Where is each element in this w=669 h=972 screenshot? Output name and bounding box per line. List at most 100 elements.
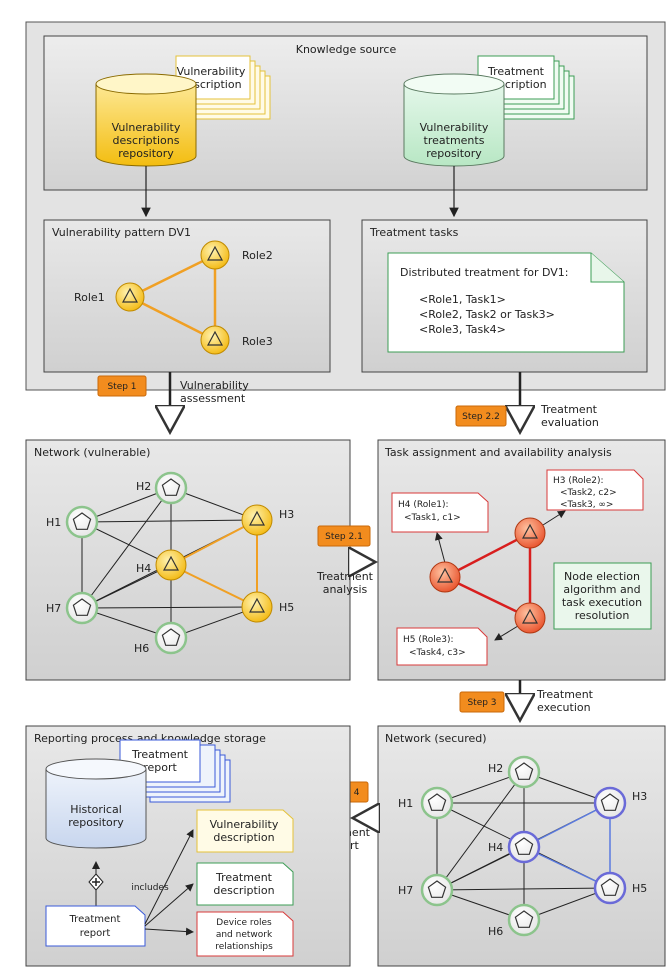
vuln-h4-label: H4: [136, 562, 151, 575]
tdesc-line2: description: [213, 884, 274, 897]
treat-doc-line1: Treatment: [487, 65, 545, 78]
svg-text:Step 3: Step 3: [467, 698, 496, 708]
treatment-note: [387, 252, 625, 353]
note-line4: <Role3, Task4>: [419, 323, 506, 336]
sec-h3-label: H3: [632, 790, 647, 803]
network-secured-panel: Network (secured) H1 H2 H3 H4 H5 H6 H7: [377, 725, 666, 967]
treat-repo-line2: treatments: [424, 134, 485, 147]
note-line3: <Role2, Task2 or Task3>: [419, 308, 555, 321]
assign-h5-node: [514, 602, 546, 634]
step22-caption-line2: evaluation: [541, 416, 599, 429]
role2-label: Role2: [242, 249, 273, 262]
role3-node: [200, 325, 230, 355]
repo-line1: Historical: [70, 803, 122, 816]
note-line2: <Role1, Task1>: [419, 293, 506, 306]
treat-description-doc: [196, 862, 294, 906]
role2-node: [200, 240, 230, 270]
repo-line2: repository: [68, 816, 124, 829]
h4-note: [391, 492, 489, 533]
role1-node: [115, 282, 145, 312]
vuln-repo-line2: descriptions: [113, 134, 180, 147]
device-line1: Device roles: [216, 918, 272, 928]
election-line2: algorithm and: [563, 583, 640, 596]
task-assignment-panel: Task assignment and availability analysi…: [377, 439, 666, 681]
step3-caption-line2: execution: [537, 701, 591, 714]
vuln-h2-label: H2: [136, 480, 151, 493]
vdesc-line1: Vulnerability: [210, 818, 279, 831]
treatment-report-doc: [45, 905, 146, 947]
device-roles-doc: [196, 911, 294, 957]
h3-note-line2: <Task2, c2>: [560, 488, 617, 498]
sec-host-h2-node: [507, 755, 541, 789]
vuln-h5-label: H5: [279, 601, 294, 614]
step21-caption-line2: analysis: [323, 583, 368, 596]
svg-text:Step 1: Step 1: [107, 382, 136, 392]
h5-note-line1: H5 (Role3):: [403, 635, 454, 645]
vulnerability-repository-icon: [95, 73, 197, 167]
election-line1: Node election: [564, 570, 640, 583]
step1-badge: Step 1: [97, 375, 147, 397]
election-line4: resolution: [575, 609, 630, 622]
assignment-title: Task assignment and availability analysi…: [384, 446, 612, 459]
sec-host-h5-node: [593, 871, 627, 905]
vuln-host-h2-node: [154, 471, 188, 505]
sec-host-h7-node: [420, 873, 454, 907]
knowledge-source-panel: Knowledge source Vulnerability descripti…: [43, 35, 648, 191]
tasks-title: Treatment tasks: [369, 226, 459, 239]
secured-title: Network (secured): [385, 732, 487, 745]
vulnerable-title: Network (vulnerable): [34, 446, 150, 459]
step21-caption-line1: Treatment: [316, 570, 374, 583]
vuln-h3-label: H3: [279, 508, 294, 521]
vuln-doc-line1: Vulnerability: [177, 65, 246, 78]
note-line1: Distributed treatment for DV1:: [400, 266, 568, 279]
treat-repo-line1: Vulnerability: [420, 121, 489, 134]
sec-host-h4-node: [507, 830, 541, 864]
h4-note-line1: H4 (Role1):: [398, 500, 449, 510]
historical-repository-icon: [45, 758, 147, 849]
report-line2: report: [80, 928, 111, 939]
vuln-description-doc: [196, 809, 294, 853]
sec-h2-label: H2: [488, 762, 503, 775]
sec-h5-label: H5: [632, 882, 647, 895]
h5-note-line2: <Task4, c3>: [409, 648, 466, 658]
vuln-h1-label: H1: [46, 516, 61, 529]
vuln-host-h7-node: [65, 591, 99, 625]
tdesc-line1: Treatment: [215, 871, 273, 884]
step3-caption-line1: Treatment: [536, 688, 594, 701]
svg-text:Step 2.1: Step 2.1: [325, 532, 363, 542]
vuln-repo-line1: Vulnerability: [112, 121, 181, 134]
h4-note-line2: <Task1, c1>: [404, 513, 461, 523]
election-line3: task execution: [562, 596, 642, 609]
role3-label: Role3: [242, 335, 273, 348]
step21-badge: Step 2.1: [317, 525, 371, 547]
vuln-host-h3-node: [241, 504, 273, 536]
knowledge-source-title: Knowledge source: [296, 43, 397, 56]
assign-h4-node: [429, 561, 461, 593]
h3-note: [546, 469, 644, 511]
h5-note: [396, 627, 488, 666]
aggregation-icon: [88, 873, 104, 891]
sec-host-h1-node: [420, 786, 454, 820]
report-line1: Treatment: [69, 914, 121, 925]
pattern-title: Vulnerability pattern DV1: [52, 226, 191, 239]
vuln-repo-line3: repository: [118, 147, 174, 160]
role1-label: Role1: [74, 291, 105, 304]
stack-line1: Treatment: [131, 748, 189, 761]
h3-note-line1: H3 (Role2):: [553, 476, 604, 486]
includes-label: includes: [131, 883, 169, 893]
device-line3: relationships: [215, 942, 273, 952]
step3-badge: Step 3: [459, 691, 505, 713]
vuln-h7-label: H7: [46, 602, 61, 615]
svg-text:Step 2.2: Step 2.2: [462, 412, 500, 422]
reporting-panel: Reporting process and knowledge storage …: [25, 725, 351, 967]
election-box: [553, 562, 652, 630]
vdesc-line2: description: [213, 831, 274, 844]
sec-h4-label: H4: [488, 841, 503, 854]
sec-h6-label: H6: [488, 925, 503, 938]
vuln-host-h4-node: [155, 549, 187, 581]
treatments-repository-icon: [403, 73, 505, 167]
step22-badge: Step 2.2: [455, 405, 507, 427]
vuln-h6-label: H6: [134, 642, 149, 655]
assign-h3-node: [514, 517, 546, 549]
